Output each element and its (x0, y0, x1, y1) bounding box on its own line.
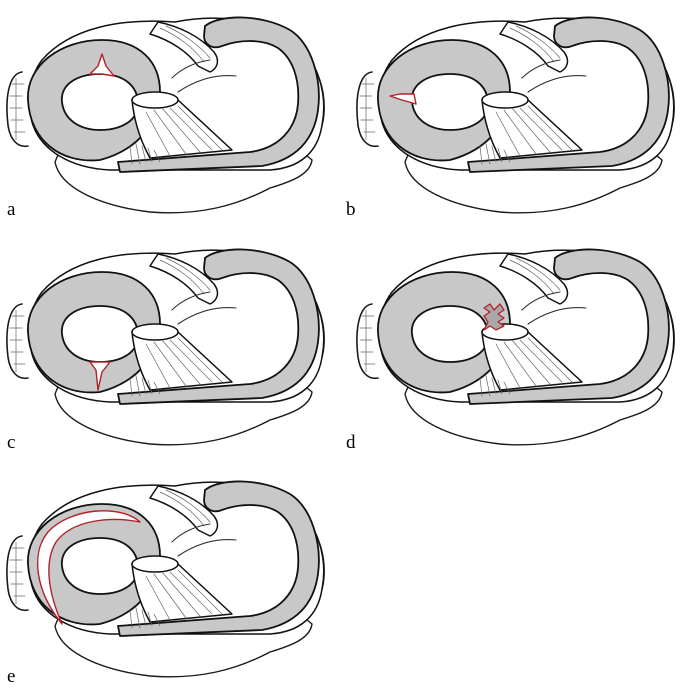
panel-d: d (346, 248, 675, 453)
panel-c: c (6, 248, 325, 453)
panel-label-a: a (7, 199, 16, 220)
bucket-handle-tear-marker-e (36, 510, 141, 625)
panel-e: e (6, 480, 325, 687)
panel-b: b (346, 16, 675, 220)
panel-a: a (6, 16, 325, 220)
panel-label-e: e (7, 666, 15, 687)
horizontal-tear-marker-b (389, 93, 417, 105)
radial-tear-marker-c (89, 361, 111, 391)
panel-label-d: d (346, 432, 356, 453)
radial-tear-marker-a (89, 53, 115, 77)
panel-label-c: c (7, 432, 15, 453)
panel-label-b: b (346, 199, 356, 220)
complex-tear-marker-d (483, 303, 505, 331)
